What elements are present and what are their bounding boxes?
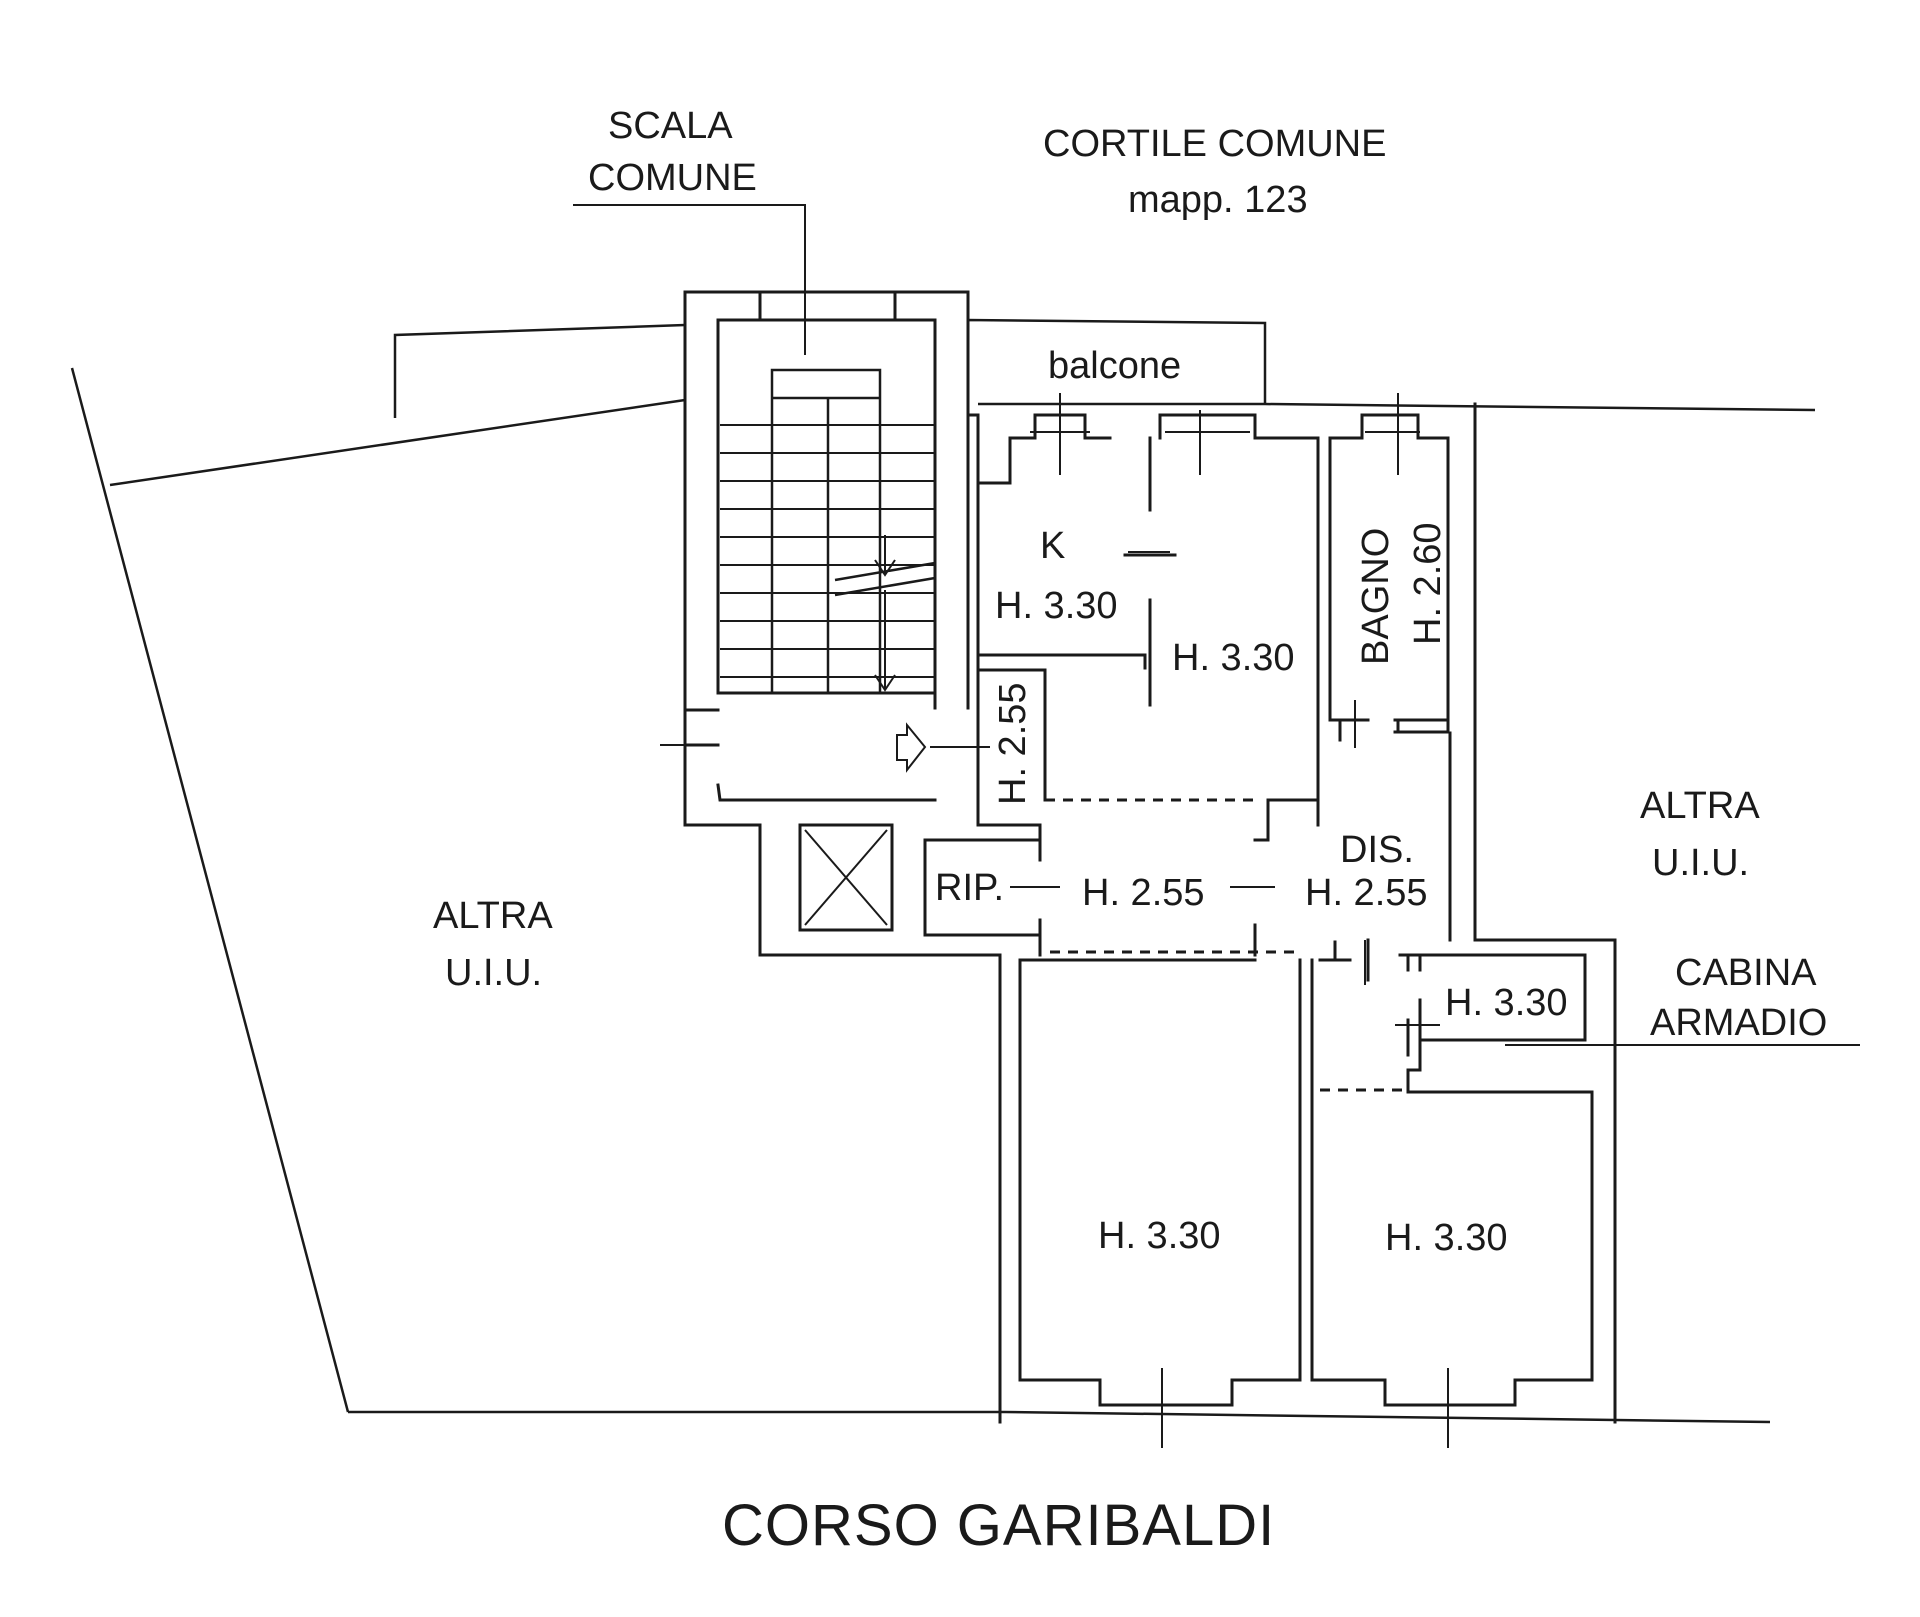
altra-left-label-2: U.I.U. xyxy=(445,952,542,994)
kitchen-height: H. 3.30 xyxy=(995,585,1118,627)
closet-height: H. 2.55 xyxy=(992,682,1034,805)
living-height: H. 3.30 xyxy=(1172,637,1295,679)
dashed-lines xyxy=(1043,670,1408,1092)
dis-label: DIS. xyxy=(1340,829,1414,871)
room-left-height: H. 3.30 xyxy=(1098,1215,1221,1257)
window-marks xyxy=(1010,393,1515,1448)
balcone-label: balcone xyxy=(1048,345,1181,387)
room-right-height: H. 3.30 xyxy=(1385,1217,1508,1259)
boundary-lines xyxy=(70,318,1816,1424)
altra-right-label-1: ALTRA xyxy=(1640,785,1760,827)
cabina-label-2: ARMADIO xyxy=(1650,1002,1827,1044)
apartment-walls xyxy=(923,402,1617,1424)
dis-height: H. 2.55 xyxy=(1305,872,1428,914)
cabina-height: H. 3.30 xyxy=(1445,982,1568,1024)
street-label: CORSO GARIBALDI xyxy=(722,1493,1275,1558)
bagno-height: H. 2.60 xyxy=(1407,522,1449,645)
stair-treads xyxy=(720,424,936,678)
rip-label: RIP. xyxy=(935,867,1004,909)
altra-right-label-2: U.I.U. xyxy=(1652,842,1749,884)
altra-left-label-1: ALTRA xyxy=(433,895,553,937)
entrance-arrow-icon xyxy=(896,722,927,773)
kitchen-label: K xyxy=(1040,525,1065,567)
stair-core xyxy=(573,204,1002,957)
cabina-label-1: CABINA xyxy=(1675,952,1817,994)
scala-label-2: COMUNE xyxy=(588,157,757,199)
rip-height: H. 2.55 xyxy=(1082,872,1205,914)
bagno-label: BAGNO xyxy=(1355,528,1397,665)
scala-label-1: SCALA xyxy=(608,105,733,147)
cortile-label-1: CORTILE COMUNE xyxy=(1043,123,1386,165)
stair-direction-arrows xyxy=(874,535,896,692)
labels: SCALA COMUNE CORTILE COMUNE mapp. 123 ba… xyxy=(433,105,1827,1558)
cortile-label-2: mapp. 123 xyxy=(1128,179,1308,221)
